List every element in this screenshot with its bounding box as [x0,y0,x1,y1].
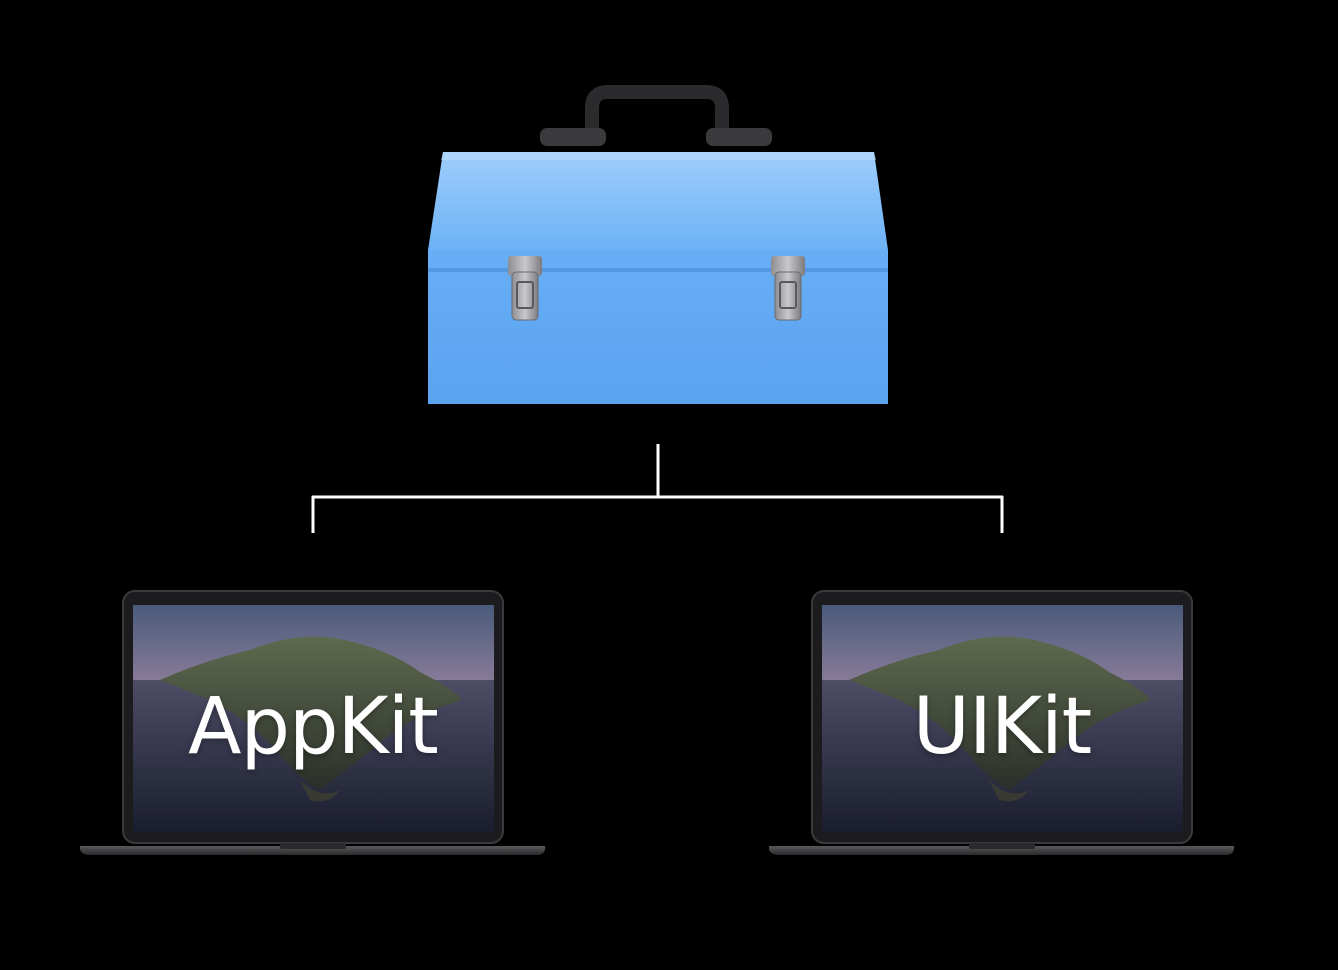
uikit-label: UIKit [912,682,1093,772]
laptop-icon [768,590,1235,855]
appkit-label: AppKit [188,682,439,772]
laptop-icon [79,590,546,855]
tree-connector [311,444,1004,533]
toolbox-icon [428,85,888,404]
latch-left [508,256,542,321]
latch-right [771,256,805,321]
